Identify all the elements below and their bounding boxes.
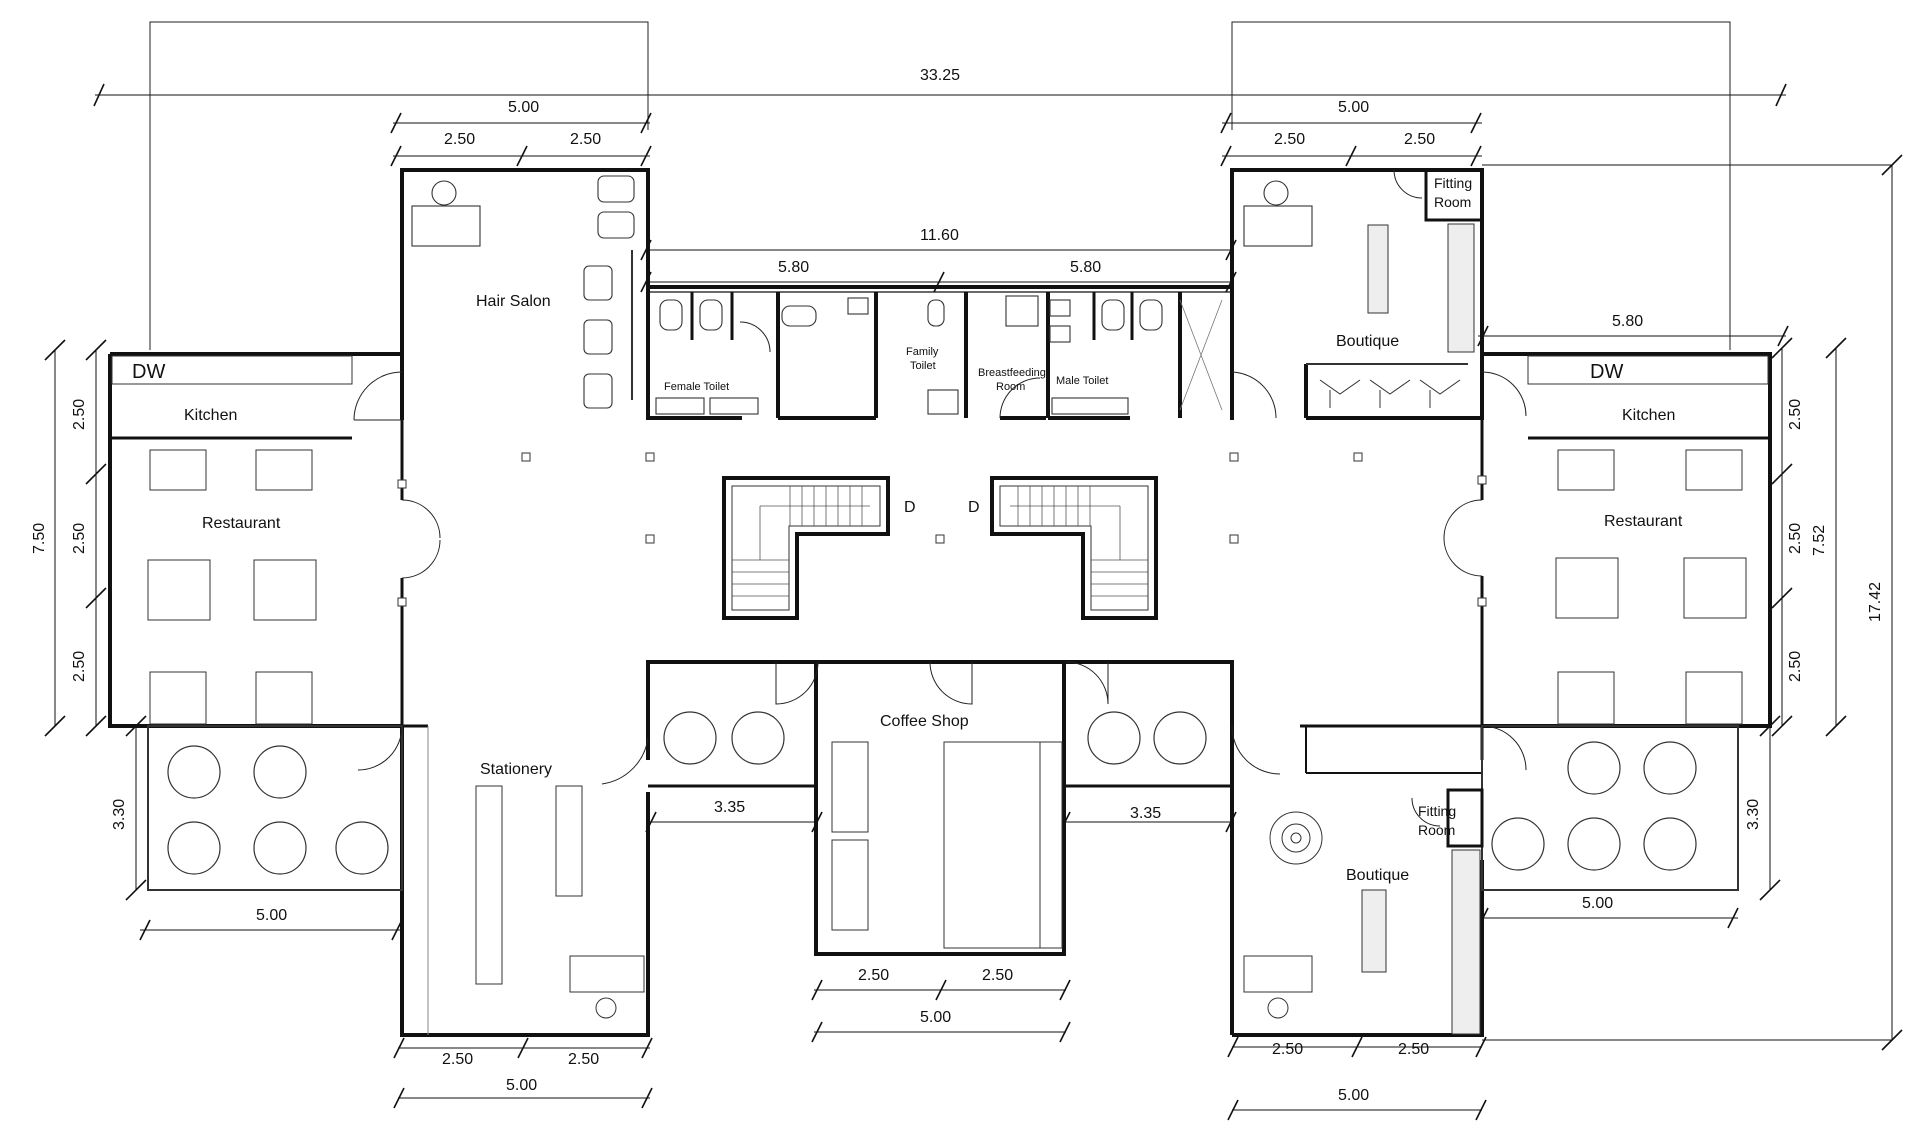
- dim-right-top: 2.50: [1787, 399, 1804, 430]
- dim-overall-height: 17.42: [1867, 582, 1884, 622]
- label-dw-right: DW: [1590, 361, 1623, 383]
- label-kitchen-left: Kitchen: [184, 407, 237, 424]
- dim-stationery-right: 2.50: [568, 1051, 599, 1068]
- label-dw-left: DW: [132, 361, 165, 383]
- label-fitting-bottom-2: Room: [1418, 822, 1455, 838]
- label-stair-left: D: [904, 499, 916, 516]
- dim-toilet-left: 5.80: [778, 259, 809, 276]
- dim-boutique-width: 5.00: [1338, 99, 1369, 116]
- coffee-furniture: [831, 741, 1063, 949]
- boutique-top-furniture: [1243, 168, 1484, 408]
- dim-left-total: 7.50: [31, 523, 48, 554]
- dim-boutique-bottom-right: 2.50: [1398, 1041, 1429, 1058]
- dim-stationery-width: 5.00: [506, 1077, 537, 1094]
- label-coffee-shop: Coffee Shop: [880, 713, 969, 730]
- label-boutique-bottom: Boutique: [1346, 867, 1409, 884]
- walls: [108, 168, 1772, 1037]
- label-fitting-top-2: Room: [1434, 194, 1471, 210]
- label-male-toilet: Male Toilet: [1056, 375, 1108, 387]
- dim-stationery-left: 2.50: [442, 1051, 473, 1068]
- dim-boutique-bottom-left: 2.50: [1272, 1041, 1303, 1058]
- dim-left-kitchen: 2.50: [71, 399, 88, 430]
- dim-seating-left: 3.35: [714, 799, 745, 816]
- dim-left-mid: 2.50: [71, 523, 88, 554]
- dim-right-terrace-width: 5.00: [1582, 895, 1613, 912]
- round-tables: [167, 711, 1697, 875]
- stairs-right: [990, 476, 1158, 620]
- reference-frames: [149, 21, 1731, 350]
- dim-boutique-bottom-width: 5.00: [1338, 1087, 1369, 1104]
- dim-right-total: 7.52: [1811, 525, 1828, 556]
- label-female-toilet: Female Toilet: [664, 381, 729, 393]
- label-restaurant-right: Restaurant: [1604, 513, 1683, 530]
- label-boutique-top: Boutique: [1336, 333, 1399, 350]
- dim-right-mid: 2.50: [1787, 523, 1804, 554]
- label-breastfeeding-2: Room: [996, 381, 1025, 393]
- stairs-left: [722, 476, 890, 620]
- dim-right-bottom: 2.50: [1787, 651, 1804, 682]
- label-fitting-bottom-1: Fitting: [1418, 803, 1456, 819]
- label-hair-salon: Hair Salon: [476, 293, 551, 310]
- boutique-bottom-furniture: [1243, 788, 1484, 1035]
- salon-furniture: [411, 175, 635, 409]
- dim-coffee-right: 2.50: [982, 967, 1013, 984]
- dimension-lines: [44, 83, 1903, 1121]
- dim-salon-width: 5.00: [508, 99, 539, 116]
- label-fitting-top-1: Fitting: [1434, 175, 1472, 191]
- dim-right-terrace-height: 3.30: [1745, 799, 1762, 830]
- dim-boutique-left: 2.50: [1274, 131, 1305, 148]
- dim-left-terrace-width: 5.00: [256, 907, 287, 924]
- dim-toilet-block: 11.60: [920, 227, 959, 244]
- dim-left-terrace-height: 3.30: [111, 799, 128, 830]
- room-labels: Hair Salon Female Toilet Family Toilet B…: [132, 175, 1683, 884]
- dim-coffee-width: 5.00: [920, 1009, 951, 1026]
- dim-salon-left: 2.50: [444, 131, 475, 148]
- stationery-furniture: [427, 726, 645, 1035]
- dim-right-kitchen: 5.80: [1612, 313, 1643, 330]
- label-breastfeeding-1: Breastfeeding: [978, 367, 1046, 379]
- dim-toilet-right: 5.80: [1070, 259, 1101, 276]
- restaurant-tables: [147, 449, 1747, 725]
- label-restaurant-left: Restaurant: [202, 515, 281, 532]
- dim-coffee-left: 2.50: [858, 967, 889, 984]
- dim-overall-width: 33.25: [920, 67, 960, 84]
- door-swings: [353, 169, 1527, 827]
- toilet-fixtures: [655, 292, 1223, 415]
- label-kitchen-right: Kitchen: [1622, 407, 1675, 424]
- dim-boutique-right: 2.50: [1404, 131, 1435, 148]
- label-stair-right: D: [968, 499, 980, 516]
- dimension-labels: 33.25 5.00 2.50 2.50 5.00 2.50 2.50 11.6…: [31, 67, 1884, 1104]
- dim-left-bottom: 2.50: [71, 651, 88, 682]
- columns: [397, 452, 1487, 607]
- label-family-toilet-2: Toilet: [910, 360, 936, 372]
- label-stationery: Stationery: [480, 761, 552, 778]
- dim-salon-right: 2.50: [570, 131, 601, 148]
- label-family-toilet-1: Family: [906, 346, 939, 358]
- dim-seating-right: 3.35: [1130, 805, 1161, 822]
- kitchen-counters: [111, 355, 1769, 385]
